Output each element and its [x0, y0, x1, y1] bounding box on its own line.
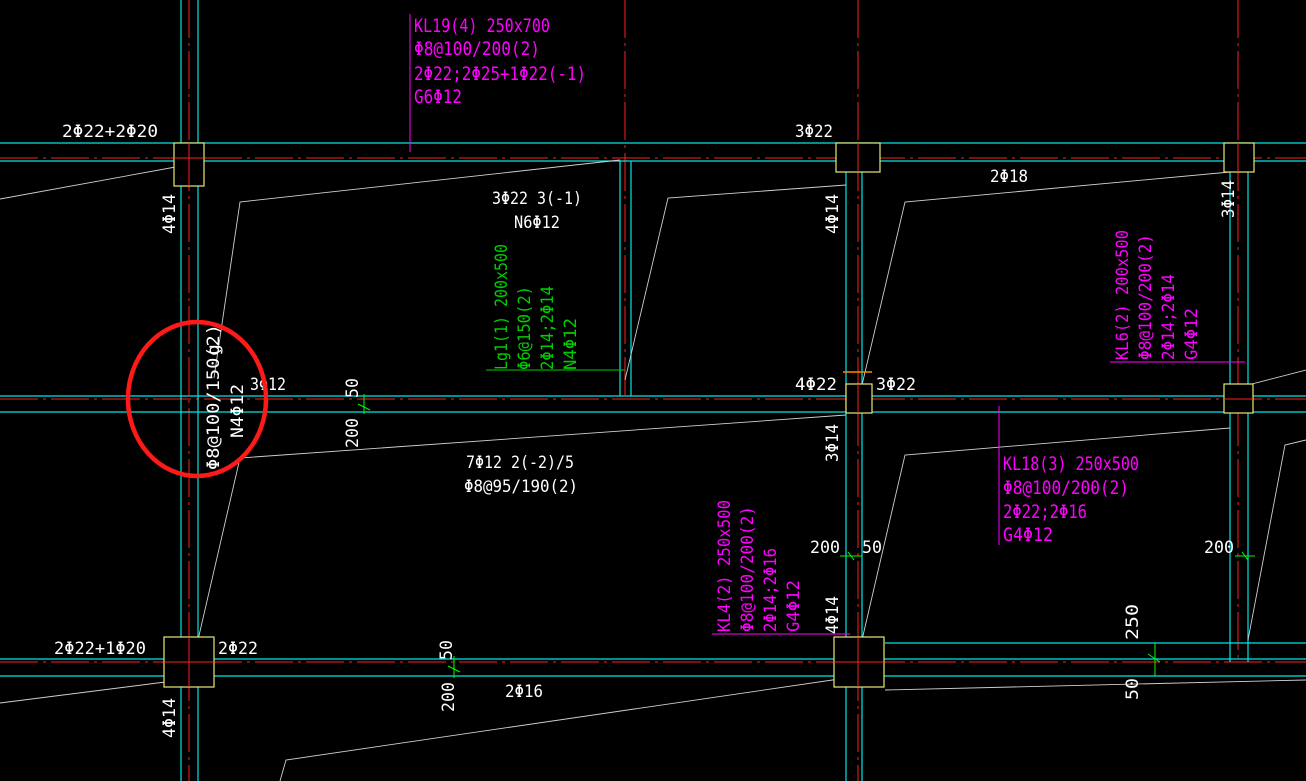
rebar-mid-vertical-low[interactable]: 3Φ14	[823, 424, 843, 462]
slab-line-8	[1247, 439, 1306, 641]
highlight-circle	[125, 319, 269, 479]
slab-line-9	[0, 679, 182, 704]
kl4-line4: G4Φ12	[784, 580, 804, 632]
kl18-line2: Φ8@100/200(2)	[1003, 477, 1129, 499]
dim-label-2[interactable]: 200	[343, 418, 363, 448]
kl19-line2: Φ8@100/200(2)	[414, 38, 540, 60]
dim-tick-1a	[357, 403, 371, 411]
mid-beam-line3[interactable]: 7Φ12 2(-2)/5	[466, 453, 574, 473]
rebar-left-mid[interactable]: 3Φ12	[250, 375, 286, 395]
rebar-left-vertical-top[interactable]: 4Φ14	[160, 194, 180, 234]
dim-label-5[interactable]: 200	[810, 538, 840, 558]
kl6-line1: KL6(2) 200x500	[1113, 230, 1133, 360]
kl18-line1: KL18(3) 250x500	[1003, 453, 1139, 475]
slab-line-4	[861, 171, 1231, 386]
lg1-line3: 2Φ14;2Φ14	[538, 286, 558, 370]
columns	[163, 142, 1255, 688]
kl6-annotation[interactable]: KL6(2) 200x500 Φ8@100/200(2) 2Φ14;2Φ14 G…	[1113, 230, 1202, 360]
dim-label-7[interactable]: 200	[1204, 538, 1234, 558]
kl4-line2: Φ8@100/200(2)	[738, 506, 758, 632]
kl18-annotation[interactable]: KL18(3) 250x500 Φ8@100/200(2) 2Φ22;2Φ16 …	[1003, 453, 1139, 546]
axis-over-columns	[164, 143, 1253, 687]
slab-line-1	[0, 165, 182, 200]
dim-label-6[interactable]: 50	[862, 538, 882, 558]
mid-beam-line1[interactable]: 3Φ22 3(-1)	[492, 189, 582, 209]
kl19-line4: G6Φ12	[414, 86, 462, 108]
kl19-line1: KL19(4) 250x700	[414, 15, 550, 37]
slab-lines	[0, 159, 1306, 781]
rebar-top-left[interactable]: 2Φ22+2Φ20	[62, 122, 158, 142]
slab-line-11	[884, 679, 1306, 691]
dim-label-1[interactable]: 50	[343, 378, 363, 398]
mid-beam-line2[interactable]: N6Φ12	[514, 213, 560, 233]
lg1-line1: Lg1(1) 200x500	[492, 244, 512, 370]
kl19-annotation[interactable]: KL19(4) 250x700 Φ8@100/200(2) 2Φ22;2Φ25+…	[414, 15, 586, 108]
dim-tick-4a	[1241, 551, 1249, 561]
slab-line-5	[1247, 369, 1306, 386]
rebar-bottom-mid-vertical[interactable]: 4Φ14	[823, 596, 843, 634]
slab-line-2	[213, 159, 621, 379]
kl19-line3: 2Φ22;2Φ25+1Φ22(-1)	[414, 63, 586, 85]
column-c1[interactable]	[1223, 142, 1255, 173]
dim-tick-3a	[847, 551, 855, 561]
dim-tick-5	[1147, 653, 1161, 663]
dim-label-8[interactable]: 250	[1123, 604, 1143, 640]
dim-tick-2a	[447, 665, 461, 673]
lg1-line4: N4Φ12	[561, 318, 581, 370]
lg1-annotation[interactable]: Lg1(1) 200x500 Φ6@150(2) 2Φ14;2Φ14 N4Φ12	[492, 244, 581, 370]
rebar-mid-vertical-top[interactable]: 4Φ14	[823, 194, 843, 234]
kl18-line4: G4Φ12	[1003, 524, 1053, 546]
dim-label-9[interactable]: 50	[1123, 678, 1143, 700]
rebar-bottom-left-b[interactable]: 2Φ22	[218, 639, 258, 659]
kl4-line3: 2Φ14;2Φ16	[761, 548, 781, 632]
lg1-line2: Φ6@150(2)	[515, 286, 535, 370]
leaders	[409, 14, 1245, 635]
rebar-bottom-left-a[interactable]: 2Φ22+1Φ20	[54, 639, 146, 659]
slab-line-10	[279, 677, 847, 781]
white-labels: 2Φ22+2Φ20 3Φ22 2Φ18 3Φ22 3(-1) N6Φ12 3Φ1…	[54, 122, 1239, 738]
circled-beam-line3[interactable]: g	[204, 344, 224, 356]
kl4-line1: KL4(2) 250x500	[715, 500, 735, 632]
circled-beam-line1[interactable]: Φ8@100/150(2)	[204, 324, 224, 470]
kl18-line3: 2Φ22;2Φ16	[1003, 501, 1087, 523]
dim-label-4[interactable]: 50	[437, 640, 457, 660]
dim-label-3[interactable]: 200	[439, 682, 459, 712]
mid-beam-line4[interactable]: Φ8@95/190(2)	[464, 477, 578, 497]
slab-line-3	[624, 184, 847, 381]
kl6-line3: 2Φ14;2Φ14	[1159, 274, 1179, 360]
kl6-line4: G4Φ12	[1182, 308, 1202, 360]
rebar-bottom-span[interactable]: 2Φ16	[505, 682, 543, 702]
rebar-center-right[interactable]: 3Φ22	[876, 375, 916, 395]
rebar-center-left[interactable]: 4Φ22	[795, 375, 837, 395]
kl4-annotation[interactable]: KL4(2) 250x500 Φ8@100/200(2) 2Φ14;2Φ16 G…	[715, 500, 804, 632]
rebar-top-mid[interactable]: 3Φ22	[795, 122, 833, 142]
column-b2[interactable]	[845, 383, 873, 414]
dimension-ticks	[357, 394, 1255, 678]
rebar-top-right-span[interactable]: 2Φ18	[990, 167, 1028, 187]
rebar-bottom-left-vertical[interactable]: 4Φ14	[160, 698, 180, 738]
slab-line-7	[861, 427, 1231, 641]
kl6-line2: Φ8@100/200(2)	[1136, 234, 1156, 360]
rebar-right-vertical-top[interactable]: 3Φ14	[1219, 180, 1239, 218]
circled-beam-line2[interactable]: N4Φ12	[228, 384, 248, 438]
